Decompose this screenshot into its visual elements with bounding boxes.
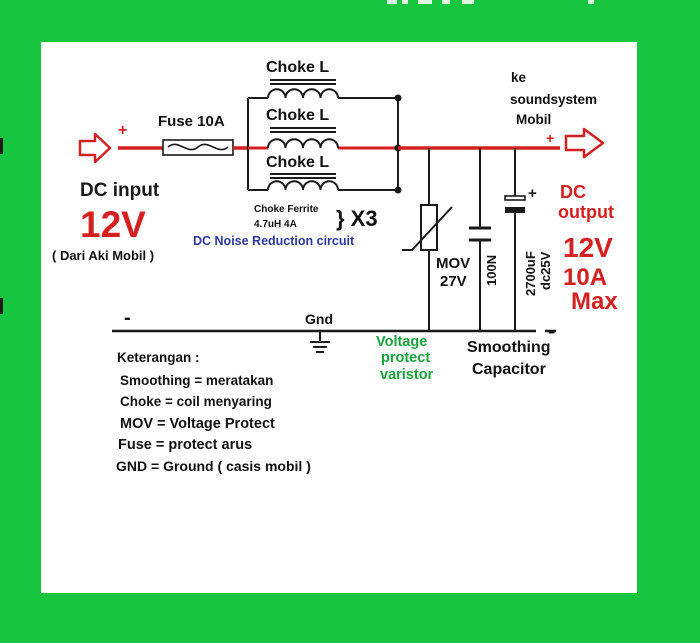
cap-2700uf-plate-top: [504, 195, 526, 201]
choke-3-coil-icon: [267, 180, 339, 191]
varistor-caption-1: Voltage: [376, 334, 427, 350]
dc-input-source: ( Dari Aki Mobil ): [52, 248, 154, 263]
choke-bank-wiring: [247, 97, 399, 191]
dc-output-max: Max: [571, 288, 618, 315]
output-destination-line-1: ke: [511, 70, 527, 85]
ground-label: Gnd: [305, 311, 333, 327]
shunt-wiring: [428, 148, 516, 331]
cap-2700uf-polarity: +: [528, 185, 537, 202]
junction-dot: [394, 186, 402, 194]
mov-value: 27V: [440, 273, 467, 290]
cap-100n-label: 100N: [484, 255, 499, 286]
dc-input-voltage: 12V: [80, 204, 146, 245]
ground-minus-sign: -: [124, 307, 131, 329]
cap-2700uf-value: 2700uF: [523, 251, 538, 296]
choke-multiplier: } X3: [336, 206, 378, 231]
legend-item: GND = Ground ( casis mobil ): [116, 458, 311, 474]
cap-2700uf-rating: dc25V: [538, 251, 553, 290]
dc-output-current: 10A: [563, 264, 607, 291]
varistor-caption-3: varistor: [380, 367, 434, 383]
output-destination-line-3: Mobil: [516, 112, 551, 127]
diagram-panel: [41, 42, 637, 593]
output-destination-line-2: soundsystem: [510, 92, 597, 107]
smoothing-caption-1: Smoothing: [467, 339, 551, 356]
input-arrow-icon: [78, 132, 112, 164]
dc-output-title-1: DC: [560, 182, 586, 202]
left-edge-mark-bottom: [0, 298, 3, 314]
output-plus-sign: +: [546, 130, 554, 146]
legend-title: Keterangan :: [117, 350, 200, 365]
smoothing-caption-2: Capacitor: [472, 361, 546, 378]
ground-symbol-icon: [310, 331, 330, 353]
left-edge-mark-top: [0, 138, 3, 154]
legend-item: Smoothing = meratakan: [120, 373, 273, 388]
choke-2-coil-icon: [267, 138, 339, 149]
choke-3-label: Choke L: [266, 154, 329, 171]
choke-ferrite-title: Choke Ferrite: [254, 204, 319, 215]
mov-varistor-slash: [402, 206, 453, 251]
input-plus-sign: +: [118, 122, 127, 139]
legend-item: Fuse = protect arus: [118, 437, 252, 453]
legend-item: Choke = coil menyaring: [120, 394, 272, 409]
output-minus-sign: -: [548, 318, 555, 343]
junction-dot: [394, 94, 402, 102]
varistor-caption-2: protect: [381, 350, 430, 366]
output-arrow-icon: [564, 127, 605, 159]
mov-varistor-icon: [420, 204, 438, 251]
choke-1-label: Choke L: [266, 59, 329, 76]
cap-2700uf-plate-bottom: [505, 207, 525, 213]
choke-2-label: Choke L: [266, 107, 329, 124]
choke-ferrite-spec: 4.7uH 4A: [254, 219, 297, 230]
circuit-name: DC Noise Reduction circuit: [193, 234, 355, 248]
choke-1-coil-icon: [267, 88, 339, 99]
fuse-element-icon: [167, 143, 229, 151]
cropped-top-marks: [387, 0, 594, 4]
fuse-label: Fuse 10A: [158, 113, 225, 130]
legend-item: MOV = Voltage Protect: [120, 416, 275, 432]
dc-output-title-2: output: [558, 202, 614, 222]
dc-output-voltage: 12V: [563, 232, 613, 263]
dc-input-title: DC input: [80, 180, 160, 201]
mov-label: MOV: [436, 255, 470, 272]
